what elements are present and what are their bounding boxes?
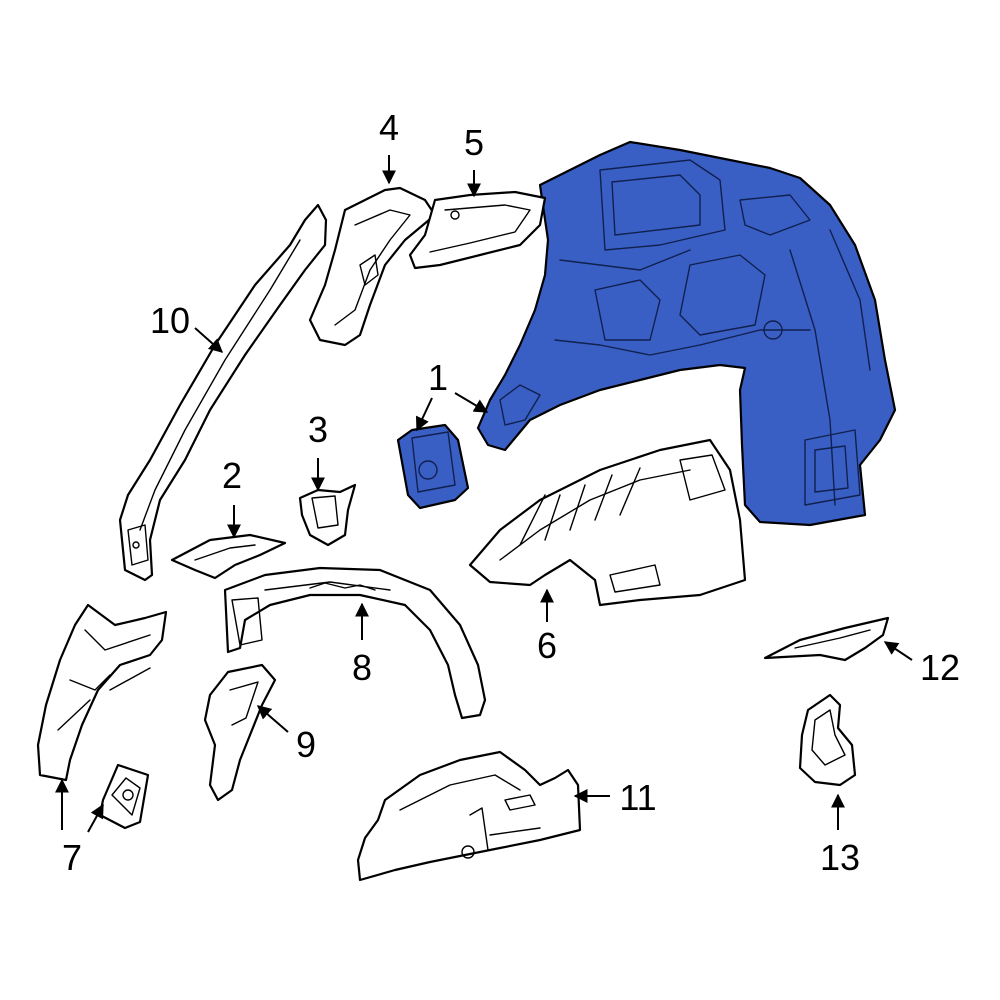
part-13-bracket[interactable] (798, 693, 857, 787)
part-8-wheelhouse-outer[interactable] (223, 566, 487, 720)
part-3-bracket[interactable] (298, 483, 357, 547)
part-6-wheelhouse-inner[interactable] (468, 438, 747, 607)
callout-10: 10 (150, 300, 190, 341)
part-11-wheelhouse-extension[interactable] (356, 750, 582, 882)
part-1-quarter-inner-panel[interactable] (476, 140, 897, 527)
callout-11: 11 (619, 777, 656, 818)
part-2-bracket[interactable] (170, 533, 287, 580)
callout-13: 13 (820, 837, 860, 878)
callout-5: 5 (464, 122, 484, 163)
part-4-pillar-reinforcement[interactable] (308, 186, 437, 347)
leader-1b (454, 392, 489, 413)
part-10-pillar[interactable] (118, 203, 328, 582)
callout-6: 6 (537, 625, 557, 666)
callout-12: 12 (920, 647, 960, 688)
callout-4: 4 (379, 107, 399, 148)
leader-7b (87, 803, 104, 833)
part-9-bracket[interactable] (203, 663, 277, 802)
callout-9: 9 (296, 724, 316, 765)
leader-lines (55, 155, 913, 833)
part-7-quarter-lower-panel[interactable] (36, 603, 168, 782)
callout-1: 1 (428, 357, 448, 398)
callout-2: 2 (222, 455, 242, 496)
leader-9 (256, 705, 289, 733)
callout-7: 7 (62, 837, 82, 878)
callout-8: 8 (352, 647, 372, 688)
part-1-bracket[interactable] (396, 423, 470, 510)
part-12-bracket[interactable] (763, 616, 890, 662)
leader-12 (883, 641, 913, 661)
leader-10 (194, 327, 224, 353)
part-7-plate[interactable] (98, 763, 150, 830)
leader-1a (416, 397, 433, 432)
callout-labels: 1 2 3 4 5 6 7 8 9 10 11 12 13 (62, 107, 960, 878)
part-5-panel-extension[interactable] (408, 190, 547, 270)
callout-3: 3 (308, 409, 328, 450)
